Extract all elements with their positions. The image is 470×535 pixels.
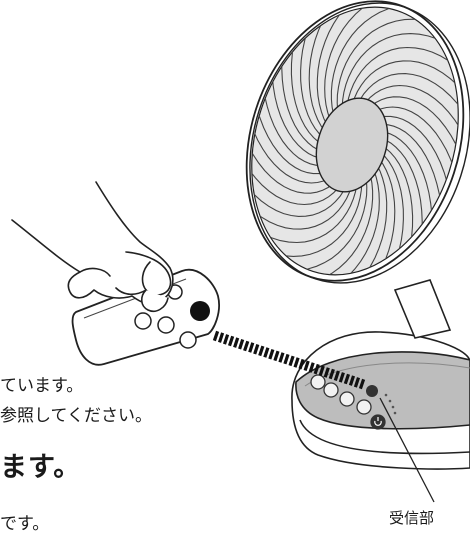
ir-beam-dash: [263, 347, 270, 358]
ir-beam-dash: [283, 353, 290, 365]
ir-beam-dash: [243, 340, 250, 352]
ir-beam-dash: [288, 355, 295, 367]
ir-beam-dash: [358, 378, 366, 390]
panel-buttons: [310, 374, 386, 430]
ir-beam-icon: [212, 330, 366, 390]
ir-beam-dash: [278, 352, 285, 363]
fan-blade-line: [308, 0, 376, 132]
ir-beam-dash: [353, 377, 361, 388]
body-text-line-1: ています。: [0, 376, 84, 396]
ir-beam-dash: [253, 344, 260, 355]
ir-beam-dash: [348, 375, 356, 386]
ir-beam-dash: [313, 363, 320, 375]
ir-beam-dash: [212, 330, 220, 342]
fan-blade-line: [316, 0, 397, 126]
receiver-leader-line: [379, 397, 435, 503]
power-button-icon: [370, 414, 386, 430]
ir-beam-dash: [338, 372, 345, 383]
fan-blade-line: [324, 0, 418, 120]
receiver-label: 受信部: [389, 509, 435, 527]
body-text-line-3: です。: [0, 514, 50, 531]
ir-beam-dash: [343, 373, 351, 385]
ir-beam-dash: [298, 358, 305, 370]
ir-beam-dash: [303, 360, 310, 371]
ir-beam-dash: [333, 370, 340, 381]
ir-beam-dash: [222, 334, 230, 345]
ir-beam-dash: [217, 332, 225, 343]
ir-beam-dash: [328, 368, 335, 380]
ir-beam-dash: [268, 349, 275, 360]
body-text-line-2: 参照してください。: [0, 406, 152, 426]
fan-blade-line: [346, 46, 470, 106]
remote-control-icon: [71, 268, 220, 366]
receiver-sensor: [366, 385, 378, 397]
ir-beam-dash: [258, 345, 265, 357]
section-heading: ます。: [0, 452, 82, 483]
ir-beam-dash: [248, 342, 255, 353]
fan-icon: [221, 0, 470, 302]
ir-beam-dash: [238, 339, 245, 350]
ir-beam-dash: [318, 365, 325, 376]
ir-beam-dash: [293, 357, 300, 368]
ir-beam-dash: [308, 362, 315, 373]
ir-beam-dash: [273, 350, 280, 362]
ir-beam-dash: [233, 337, 240, 348]
hand-icon: [11, 181, 174, 313]
ir-beam-dash: [323, 367, 330, 378]
fan-blade-line: [300, 0, 353, 139]
ir-beam-dash: [227, 335, 235, 347]
fan-blade-line: [341, 33, 465, 108]
